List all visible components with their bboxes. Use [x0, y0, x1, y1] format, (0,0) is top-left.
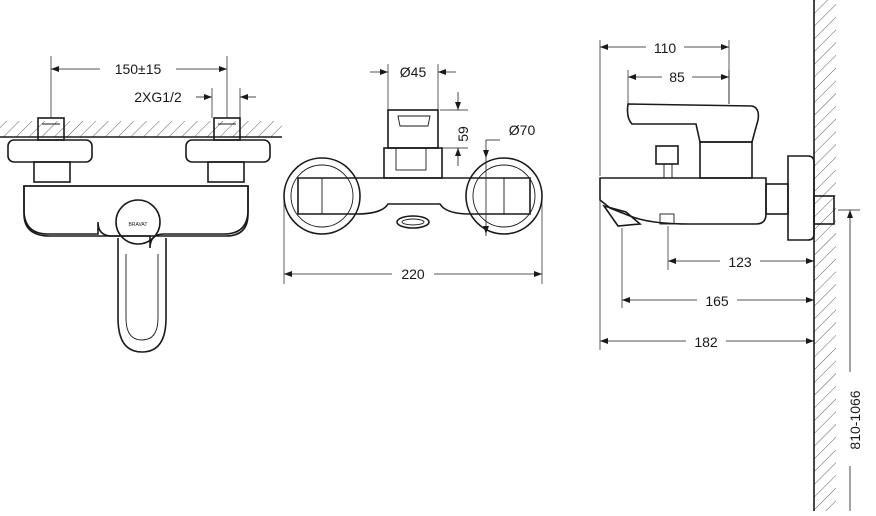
- left-connector: [33, 161, 71, 183]
- dim-mount-height-label: 810-1066: [847, 390, 863, 449]
- front-view: BRAVAT 150±15 2XG1/2: [0, 56, 282, 353]
- side-inlet-nut: [813, 195, 835, 225]
- wall-hatch-side: [814, 0, 836, 511]
- left-flange: [7, 139, 93, 163]
- dim-depth-3-label: 182: [694, 334, 718, 350]
- cartridge-cap: [115, 199, 161, 245]
- top-view: Ø45 59 Ø70 220: [283, 64, 543, 284]
- dim-thread-label: 2XG1/2: [134, 89, 182, 105]
- right-flange: [185, 139, 271, 163]
- dim-top-2-label: 85: [669, 69, 685, 85]
- top-body: [297, 177, 531, 215]
- side-lever: [626, 103, 760, 143]
- right-connector: [207, 161, 245, 183]
- aerator: [396, 215, 430, 229]
- dim-width-label: 150±15: [115, 61, 162, 77]
- right-escutcheon: [465, 157, 543, 235]
- faucet-body: [23, 185, 249, 249]
- dim-depth-2-label: 165: [705, 293, 729, 309]
- lever-handle: [117, 238, 167, 353]
- dim-top-1-label: 110: [654, 40, 677, 56]
- dim-depth-1-label: 123: [728, 254, 752, 270]
- side-cartridge: [699, 141, 753, 179]
- dim-height-label: 59: [455, 126, 471, 142]
- dim-diameter-small-label: Ø45: [400, 64, 427, 80]
- side-escutcheon: [787, 155, 815, 241]
- side-spout: [602, 204, 642, 227]
- left-escutcheon: [283, 157, 361, 235]
- dim-diameter-large-label: Ø70: [509, 122, 536, 138]
- brand-mark: BRAVAT: [129, 222, 148, 228]
- dim-overall-width-label: 220: [401, 266, 425, 282]
- side-view: 110 85 123 165 182 810-10: [599, 0, 863, 511]
- diverter-knob: [655, 145, 679, 165]
- wall-hatch-top: [0, 121, 282, 137]
- side-body: [599, 177, 767, 225]
